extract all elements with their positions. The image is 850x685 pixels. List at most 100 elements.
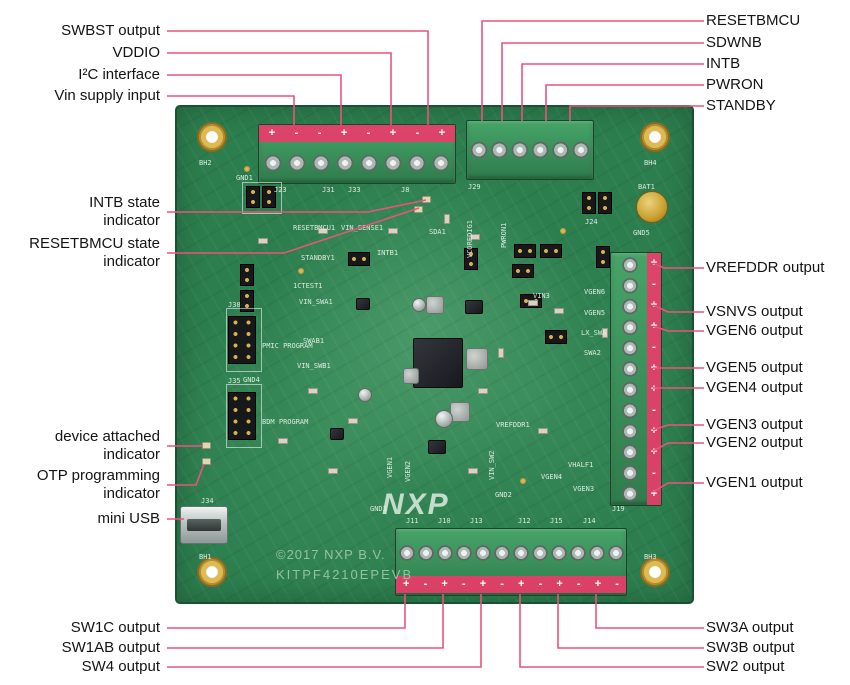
model-text: KITPF4210EPEVB — [276, 567, 414, 582]
mounting-hole-top-left — [197, 122, 227, 152]
silkscreen-text: SWA2 — [584, 349, 601, 357]
copyright-text: ©2017 NXP B.V. — [276, 547, 386, 562]
callout-sw1c-output: SW1C output — [70, 619, 160, 636]
callout-standby: STANDBY — [706, 97, 776, 114]
callout-vgen3-output: VGEN3 output — [706, 416, 803, 433]
silkscreen-text: J13 — [470, 517, 483, 525]
callout-vddio: VDDIO — [112, 44, 160, 61]
callout-sw4-output: SW4 output — [81, 658, 160, 675]
callout-sw3b-output: SW3B output — [706, 639, 795, 656]
device-attached-led — [202, 442, 211, 449]
jumper — [596, 246, 610, 268]
callout-i2c-interface: I²C interface — [78, 66, 160, 83]
terminal-screws — [261, 147, 453, 179]
silkscreen-outline — [226, 308, 262, 372]
silkscreen-text: J12 — [518, 517, 531, 525]
resistor — [538, 428, 548, 434]
silkscreen-text: BAT1 — [638, 183, 655, 191]
resistor — [258, 238, 268, 244]
callout-sw3a-output: SW3A output — [706, 619, 794, 636]
nxp-logo: NXP — [382, 488, 450, 521]
pmic-ic — [413, 338, 463, 388]
mounting-hole-bottom-right — [640, 557, 670, 587]
resistor — [468, 468, 478, 474]
mini-usb-connector — [180, 506, 228, 544]
ic-chip — [465, 300, 483, 314]
ic-chip — [330, 428, 344, 440]
resistor — [470, 234, 480, 240]
terminal-screws — [398, 537, 624, 569]
terminal-screws — [615, 255, 645, 503]
callout-resetbmcu: RESETBMCU — [706, 12, 801, 29]
silkscreen-text: GND3 — [370, 505, 387, 513]
terminal-block-top-right — [466, 120, 594, 180]
jumper — [514, 244, 536, 258]
silkscreen-text: VGEN2 — [404, 460, 412, 482]
silkscreen-text: BH2 — [199, 159, 212, 167]
silkscreen-text: VGEN1 — [386, 456, 394, 478]
silkscreen-text: INTB1 — [377, 249, 399, 257]
resistor — [444, 214, 450, 224]
silkscreen-text: RESETBMCU1 — [293, 224, 336, 232]
callout-sw2-output: SW2 output — [706, 658, 785, 675]
callout-pwron: PWRON — [706, 76, 764, 93]
silkscreen-text: SDA1 — [429, 228, 446, 236]
polarity-strip-bottom: +-+-+-+-+-+- — [396, 576, 626, 593]
jumper — [598, 192, 612, 214]
silkscreen-text: J14 — [583, 517, 596, 525]
jumper — [512, 264, 534, 278]
silkscreen-text: PWRON1 — [500, 222, 508, 248]
bdm-program-header — [228, 392, 256, 440]
ic-chip — [428, 440, 446, 454]
silkscreen-text: J24 — [585, 218, 598, 226]
silkscreen-text: VGEN4 — [541, 473, 563, 481]
callout-swbst-output: SWBST output — [61, 22, 160, 39]
intb-led — [422, 196, 431, 203]
callout-vrefddr-output: VREFDDR output — [706, 259, 825, 276]
silkscreen-text: VGEN5 — [584, 309, 606, 317]
silkscreen-text: J10 — [438, 517, 451, 525]
test-point — [520, 478, 526, 484]
ic-chip — [356, 298, 370, 310]
callout-vgen2-output: VGEN2 output — [706, 434, 803, 451]
callout-resetbmcu-state-indicator: RESETBMCU state indicator — [29, 235, 160, 270]
resistor — [308, 388, 318, 394]
pmic-program-header — [228, 316, 256, 364]
resistor — [528, 300, 538, 306]
jumper — [540, 244, 562, 258]
silkscreen-text: LX_SWA — [581, 329, 607, 337]
callout-vgen4-output: VGEN4 output — [706, 379, 803, 396]
silkscreen-text: J38 — [228, 301, 241, 309]
silkscreen-text: J34 — [201, 497, 214, 505]
inductor — [426, 296, 444, 314]
mounting-hole-bottom-left — [197, 557, 227, 587]
callout-vgen1-output: VGEN1 output — [706, 474, 803, 491]
capacitor — [358, 388, 372, 402]
otp-programming-led — [202, 458, 211, 465]
inductor — [466, 348, 488, 370]
silkscreen-text: SWAB1 — [303, 337, 325, 345]
polarity-strip-top: +--+-+-+ — [259, 125, 455, 142]
callout-intb-state-indicator: INTB state indicator — [89, 194, 160, 229]
silkscreen-text: VIN_SW2 — [488, 450, 496, 480]
resistor — [388, 228, 398, 234]
jumper — [240, 290, 254, 312]
silkscreen-text: GND5 — [633, 229, 650, 237]
silkscreen-text: GND1 — [236, 174, 253, 182]
terminal-block-top-left: +--+-+-+ — [258, 124, 456, 184]
silkscreen-text: GND2 — [495, 491, 512, 499]
callout-sdwnb: SDWNB — [706, 34, 762, 51]
terminal-block-bottom: +-+-+-+-+-+- — [395, 528, 627, 596]
silkscreen-text: VIN_SWA1 — [299, 298, 333, 306]
silkscreen-outline — [226, 384, 262, 448]
callout-mini-usb: mini USB — [97, 510, 160, 527]
capacitor — [435, 410, 453, 428]
resistor — [478, 388, 488, 394]
inductor — [403, 368, 419, 384]
test-point — [298, 268, 304, 274]
resistor — [498, 348, 504, 358]
silkscreen-text: J23 — [274, 186, 287, 194]
silkscreen-text: GND4 — [243, 376, 260, 384]
silkscreen-text: J11 — [406, 517, 419, 525]
